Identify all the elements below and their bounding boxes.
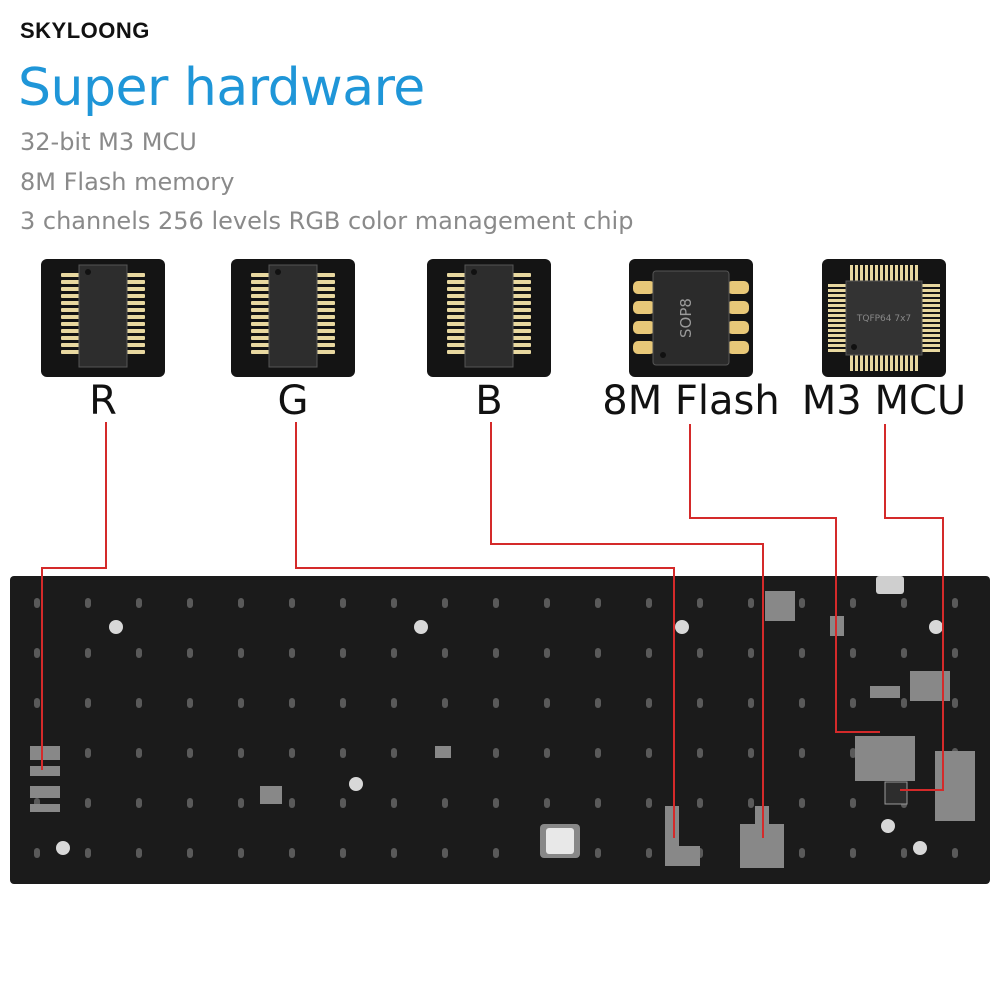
leader-line-r	[41, 422, 107, 770]
sop-chip-icon	[447, 264, 531, 368]
tqfp-chip-icon: TQFP64 7x7	[828, 265, 940, 371]
leader-line-flash	[689, 424, 880, 733]
chip-card-r	[41, 259, 165, 377]
sop-chip-icon	[61, 264, 145, 368]
leader-line-b	[490, 422, 764, 838]
chip-label-r: R	[89, 378, 117, 424]
feature-flash: 8M Flash memory	[20, 168, 235, 196]
leader-line-g	[295, 422, 675, 838]
chip-label-mcu: M3 MCU	[801, 378, 967, 424]
sop8-chip-icon: SOP8	[633, 270, 749, 366]
feature-mcu: 32-bit M3 MCU	[20, 128, 197, 156]
chip-marking-mcu: TQFP64 7x7	[856, 314, 911, 324]
chip-card-flash: SOP8	[629, 259, 753, 377]
chip-card-b	[427, 259, 551, 377]
chip-label-g: G	[277, 378, 309, 424]
sop-chip-icon	[251, 264, 335, 368]
chip-label-b: B	[475, 378, 503, 424]
page-title: Super hardware	[18, 58, 425, 118]
leader-line-mcu	[884, 424, 944, 791]
brand-logo: SKYLOONG	[20, 18, 150, 43]
chip-card-g	[231, 259, 355, 377]
chip-label-flash: 8M Flash	[602, 378, 780, 424]
feature-rgb: 3 channels 256 levels RGB color manageme…	[20, 207, 634, 235]
chip-marking-flash: SOP8	[677, 298, 695, 338]
chip-card-mcu: TQFP64 7x7	[822, 259, 946, 377]
pcb-board	[10, 576, 990, 884]
